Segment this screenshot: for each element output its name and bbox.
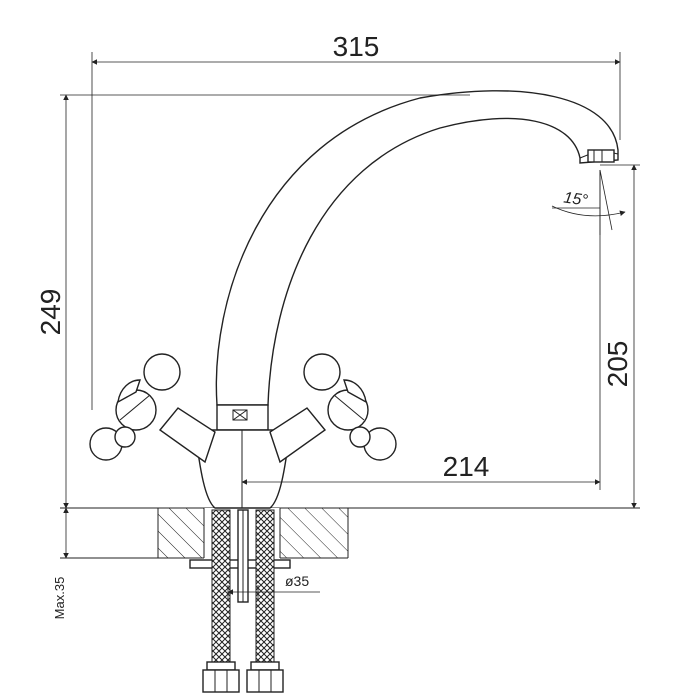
right-handle (269, 353, 397, 464)
dimension-205-label: 205 (602, 341, 633, 388)
dimension-total-width: 315 (91, 31, 621, 410)
faucet-body (194, 404, 291, 509)
left-hose (202, 509, 240, 693)
left-handle (89, 353, 216, 464)
dimension-249-label: 249 (35, 289, 66, 336)
dimension-315-label: 315 (333, 31, 380, 62)
spout (215, 90, 619, 406)
dimension-angle: 15° (551, 169, 626, 235)
mounting-hardware (189, 509, 291, 603)
dimension-max-label: Max.35 (52, 577, 67, 620)
dimension-spout-height: 205 (600, 164, 640, 509)
dimension-15-label: 15° (562, 189, 589, 209)
dimension-214-label: 214 (443, 451, 490, 482)
countertop (60, 507, 640, 560)
dimension-total-height: 249 (35, 94, 470, 509)
dimension-max-thickness: Max.35 (52, 507, 69, 620)
dimension-hole-diameter: ø35 (227, 573, 320, 600)
dimension-diameter-label: ø35 (285, 573, 309, 589)
right-hose (246, 509, 284, 693)
